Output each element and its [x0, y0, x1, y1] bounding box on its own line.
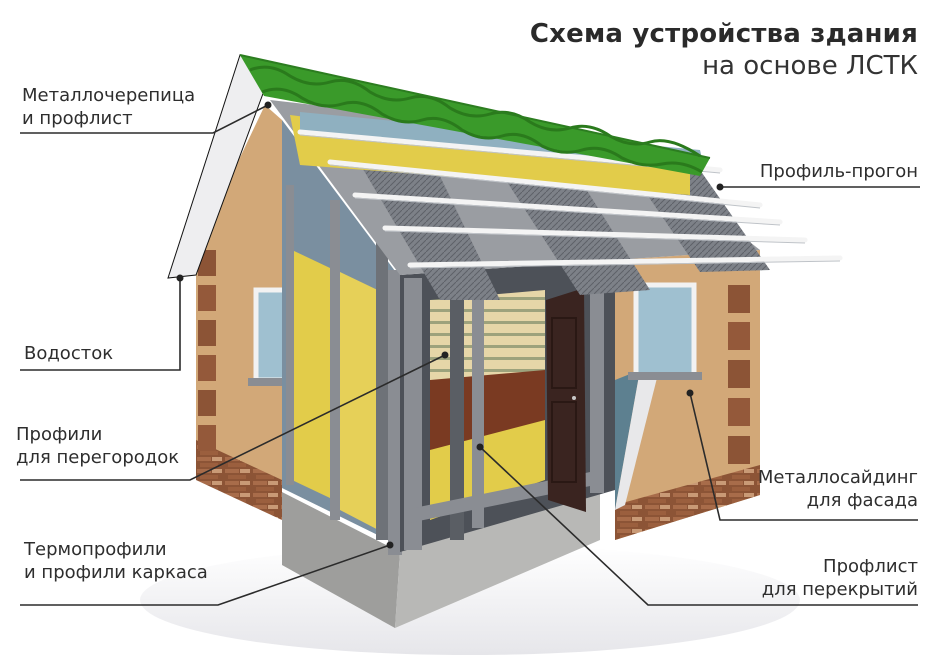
leader-gutter	[20, 278, 181, 371]
leader-roof-tile	[20, 104, 269, 134]
title-main: Схема устройства здания	[529, 19, 918, 49]
leader-lines	[20, 104, 920, 606]
label-thermo-profiles-line2: и профили каркаса	[24, 562, 208, 583]
left-wall	[196, 105, 304, 520]
front-wall-frame	[400, 260, 615, 552]
metal-tile-roof	[239, 54, 711, 176]
leader-dots	[176, 101, 724, 549]
label-roof-tile-line1: Металлочерепица	[22, 85, 196, 106]
label-partition-profiles-line2: для перегородок	[16, 447, 180, 468]
label-facade-siding-line1: Металлосайдинг	[757, 467, 918, 488]
leader-floor-profsheet	[479, 446, 918, 606]
label-facade-siding-line2: для фасада	[806, 490, 918, 511]
label-thermo-profiles-line1: Термопрофили	[24, 539, 167, 560]
foundation	[282, 480, 600, 628]
label-thermo-profiles: Термопрофили и профили каркаса	[24, 538, 208, 584]
label-purlin-line1: Профиль-прогон	[759, 161, 918, 182]
label-partition-profiles: Профили для перегородок	[16, 423, 179, 469]
label-floor-profsheet-line2: для перекрытий	[761, 579, 918, 600]
label-gutter: Водосток	[24, 342, 113, 365]
label-roof-tile: Металлочерепица и профлист	[22, 84, 195, 130]
label-roof-tile-line2: и профлист	[22, 108, 133, 129]
leader-facade-siding	[689, 392, 918, 521]
title-sub: на основе ЛСТК	[702, 51, 918, 81]
label-facade-siding: Металлосайдинг для фасада	[758, 466, 918, 512]
label-floor-profsheet: Профлист для перекрытий	[762, 555, 918, 601]
label-partition-profiles-line1: Профили	[16, 424, 103, 445]
leader-partition-profiles	[20, 354, 446, 481]
label-purlin: Профиль-прогон	[760, 160, 918, 183]
label-gutter-line1: Водосток	[24, 343, 114, 364]
leader-thermo-profiles	[20, 544, 391, 606]
label-floor-profsheet-line1: Профлист	[823, 556, 918, 577]
diagram-title: Схема устройства здания на основе ЛСТК	[530, 18, 918, 82]
left-wall-frame	[282, 120, 402, 555]
